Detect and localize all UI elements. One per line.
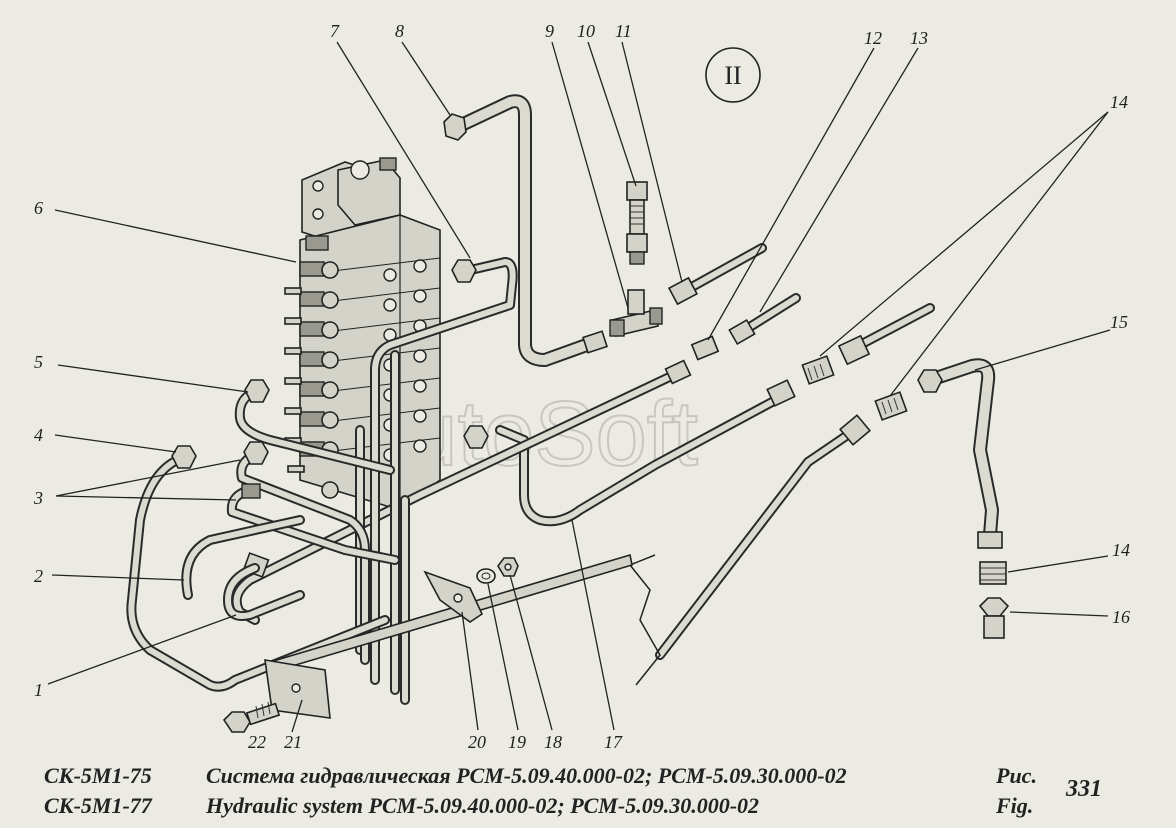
model-code-ru: СК-5М1-75 bbox=[44, 763, 152, 788]
callout-3: 3 bbox=[33, 488, 43, 508]
leader-lines bbox=[47, 41, 1111, 733]
fitting-12 bbox=[690, 335, 720, 361]
view-circle: II bbox=[705, 47, 761, 103]
bracket-20 bbox=[423, 570, 484, 623]
callout-5: 5 bbox=[34, 352, 43, 372]
hydraulic-distributor bbox=[284, 157, 441, 511]
callout-10: 10 bbox=[577, 21, 595, 41]
bracket-strip bbox=[269, 553, 633, 674]
callout-11: 11 bbox=[615, 21, 632, 41]
bracket-21 bbox=[264, 659, 331, 719]
callout-numbers: 1 2 3 4 5 6 7 8 9 10 11 12 13 14 14 15 1… bbox=[33, 21, 1130, 752]
callout-22: 22 bbox=[248, 732, 266, 752]
callout-12: 12 bbox=[864, 28, 882, 48]
callout-9: 9 bbox=[545, 21, 554, 41]
callout-4: 4 bbox=[34, 425, 43, 445]
pipe-13 bbox=[728, 293, 801, 346]
pipe-1 bbox=[223, 563, 305, 621]
tee-fitting-9 bbox=[609, 289, 663, 337]
callout-6: 6 bbox=[34, 198, 43, 218]
pipe-8 bbox=[443, 94, 608, 367]
adapter-14c bbox=[979, 561, 1007, 585]
callout-7: 7 bbox=[330, 21, 340, 41]
callout-21: 21 bbox=[284, 732, 302, 752]
figure-number: 331 bbox=[1066, 776, 1102, 802]
pipe-11 bbox=[667, 243, 767, 306]
view-label: II bbox=[724, 61, 741, 90]
callout-20: 20 bbox=[468, 732, 486, 752]
union-10 bbox=[626, 181, 648, 265]
callout-16: 16 bbox=[1112, 607, 1130, 627]
callout-18: 18 bbox=[544, 732, 562, 752]
pipe-lower-right bbox=[655, 414, 871, 660]
pipe-15 bbox=[917, 358, 1003, 549]
pipe-2 bbox=[181, 515, 305, 600]
pipes-3 bbox=[226, 441, 400, 665]
pipe-upper-right bbox=[837, 303, 935, 366]
nut-18 bbox=[497, 557, 519, 577]
callout-2: 2 bbox=[34, 566, 43, 586]
callout-8: 8 bbox=[395, 21, 404, 41]
nut-16 bbox=[978, 597, 1010, 639]
callout-14-upper: 14 bbox=[1110, 92, 1128, 112]
callout-15: 15 bbox=[1110, 312, 1128, 332]
pipe-7 bbox=[370, 257, 518, 685]
washer-19 bbox=[476, 568, 496, 584]
pipe-17 bbox=[463, 379, 796, 527]
callout-14-lower: 14 bbox=[1112, 540, 1130, 560]
callout-19: 19 bbox=[508, 732, 526, 752]
adapter-14a bbox=[801, 355, 835, 385]
pipe-5 bbox=[234, 379, 395, 475]
adapter-14b bbox=[874, 391, 908, 421]
callout-1: 1 bbox=[34, 680, 43, 700]
callout-13: 13 bbox=[910, 28, 928, 48]
bolt-22 bbox=[222, 701, 281, 733]
title-ru: Система гидравлическая РСМ-5.09.40.000-0… bbox=[206, 763, 847, 788]
callout-17: 17 bbox=[604, 732, 623, 752]
fig-label-en: Fig. bbox=[996, 793, 1034, 818]
fig-label-ru: Рис. bbox=[996, 763, 1037, 788]
break-symbol bbox=[628, 554, 661, 686]
title-en: Hydraulic system РСМ-5.09.40.000-02; РСМ… bbox=[206, 793, 760, 818]
model-code-en: СК-5М1-77 bbox=[44, 793, 152, 818]
pipe-4 bbox=[126, 445, 390, 692]
